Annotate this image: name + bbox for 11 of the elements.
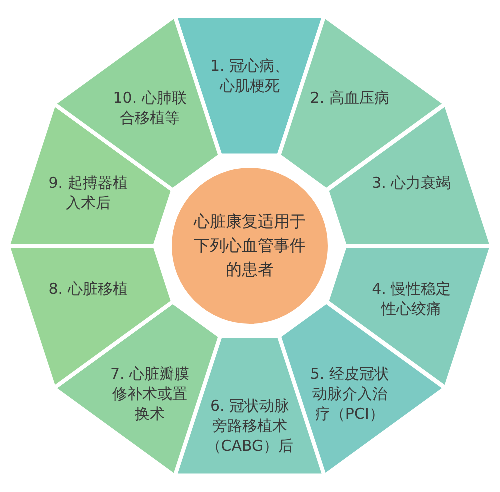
segment-label: 4. 慢性稳定性心绞痛: [371, 278, 452, 319]
segment-label: 9. 起搏器植入术后: [48, 173, 129, 214]
segment-label: 6. 冠状动脉旁路移植术（CABG）后: [206, 396, 294, 456]
segment-label: 7. 心脏瓣膜修补术或置换术: [110, 364, 191, 424]
center-label: 心脏康复适用于下列心血管事件的患者: [192, 211, 307, 281]
segment-label: 10. 心肺联合移植等: [112, 88, 188, 128]
segment-label: 2. 高血压病: [309, 88, 390, 108]
segment-label: 8. 心脏移植: [48, 278, 129, 299]
segment-label: 1. 冠心病、心肌梗死: [209, 56, 291, 96]
segment-label: 5. 经皮冠状动脉介入治疗（PCI）: [309, 364, 390, 424]
segment-label: 3. 心力衰竭: [371, 173, 452, 194]
